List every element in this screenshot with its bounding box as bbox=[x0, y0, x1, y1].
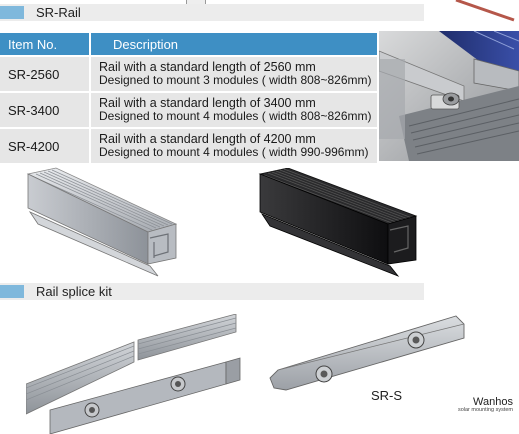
splice-part-label: SR-S bbox=[371, 388, 403, 403]
description-line-2: Designed to mount 4 modules ( width 808~… bbox=[99, 109, 372, 123]
brand-logo: Wanhos solar mounting system bbox=[458, 396, 513, 413]
top-right-rod-image bbox=[455, 0, 515, 22]
section-bar-sr-rail: SR-Rail bbox=[0, 4, 424, 21]
description-line-1: Rail with a standard length of 3400 mm bbox=[99, 96, 316, 110]
rail-spec-table: Item No. Description SR-2560 Rail with a… bbox=[0, 31, 377, 165]
description-line-2: Designed to mount 4 modules ( width 990-… bbox=[99, 145, 369, 159]
table-header-row: Item No. Description bbox=[0, 33, 377, 55]
silver-rail-image bbox=[26, 167, 178, 277]
table-row: SR-4200 Rail with a standard length of 4… bbox=[0, 129, 377, 163]
section-title-rail-splice-kit: Rail splice kit bbox=[36, 284, 112, 299]
item-code: SR-4200 bbox=[0, 129, 89, 163]
splice-kit-assembly-image bbox=[26, 314, 241, 434]
section-swatch bbox=[0, 285, 24, 298]
section-swatch bbox=[0, 6, 24, 19]
section-bar-rail-splice-kit: Rail splice kit bbox=[0, 283, 424, 300]
column-header-item-no: Item No. bbox=[0, 33, 89, 55]
description-line-2: Designed to mount 3 modules ( width 808~… bbox=[99, 73, 372, 87]
brand-name: Wanhos bbox=[473, 396, 513, 408]
item-description: Rail with a standard length of 4200 mm D… bbox=[89, 129, 377, 163]
description-line-1: Rail with a standard length of 4200 mm bbox=[99, 132, 316, 146]
item-code: SR-2560 bbox=[0, 57, 89, 91]
column-header-description: Description bbox=[89, 33, 377, 55]
item-code: SR-3400 bbox=[0, 93, 89, 127]
black-rail-image bbox=[258, 168, 418, 277]
splice-piece-image bbox=[269, 315, 465, 391]
item-description: Rail with a standard length of 2560 mm D… bbox=[89, 57, 377, 91]
description-line-1: Rail with a standard length of 2560 mm bbox=[99, 60, 316, 74]
rail-mounting-photo bbox=[379, 31, 519, 161]
brand-tagline: solar mounting system bbox=[457, 407, 513, 413]
table-row: SR-2560 Rail with a standard length of 2… bbox=[0, 57, 377, 91]
table-row: SR-3400 Rail with a standard length of 3… bbox=[0, 93, 377, 127]
item-description: Rail with a standard length of 3400 mm D… bbox=[89, 93, 377, 127]
section-title-sr-rail: SR-Rail bbox=[36, 5, 81, 20]
